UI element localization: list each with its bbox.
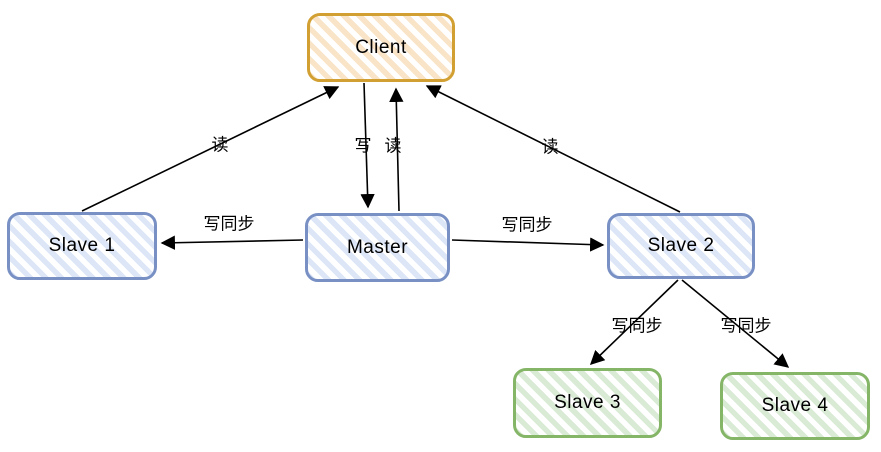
edge-label-sync-master-to-slave2: 写同步 <box>501 215 553 235</box>
edge-read-master-to-client <box>389 87 404 212</box>
edge-sync-slave2-to-slave3 <box>589 279 679 366</box>
edge-label-sync-slave2-to-slave3: 写同步 <box>611 316 663 336</box>
node-slave3-label: Slave 3 <box>554 392 621 413</box>
edge-label-sync-master-to-slave1: 写同步 <box>203 214 255 234</box>
node-client: Client <box>307 13 455 82</box>
node-slave1-label: Slave 1 <box>48 235 116 256</box>
node-slave3: Slave 3 <box>513 368 662 438</box>
edge-write-client-to-master <box>360 82 375 209</box>
edge-label-sync-slave2-to-slave4: 写同步 <box>720 316 772 336</box>
edge-sync-master-to-slave1 <box>160 235 304 250</box>
node-slave2: Slave 2 <box>607 213 755 279</box>
edge-label-read-slave2-to-client: 读 <box>541 137 559 157</box>
edge-read-slave1-to-client <box>81 86 340 212</box>
node-slave1: Slave 1 <box>7 212 157 280</box>
node-slave2-label: Slave 2 <box>647 235 715 256</box>
node-master: Master <box>305 213 450 282</box>
edge-label-read-master-to-client: 读 <box>384 136 402 156</box>
node-master-label: Master <box>346 236 409 258</box>
edge-sync-master-to-slave2 <box>451 237 605 252</box>
node-client-label: Client <box>355 36 407 58</box>
node-slave4: Slave 4 <box>720 372 870 440</box>
edge-label-read-slave1-to-client: 读 <box>211 135 229 155</box>
edge-read-slave2-to-client <box>425 85 681 213</box>
edge-sync-slave2-to-slave4 <box>681 279 790 368</box>
node-slave4-label: Slave 4 <box>761 395 829 416</box>
edge-label-write-client-to-master: 写 <box>354 136 372 156</box>
